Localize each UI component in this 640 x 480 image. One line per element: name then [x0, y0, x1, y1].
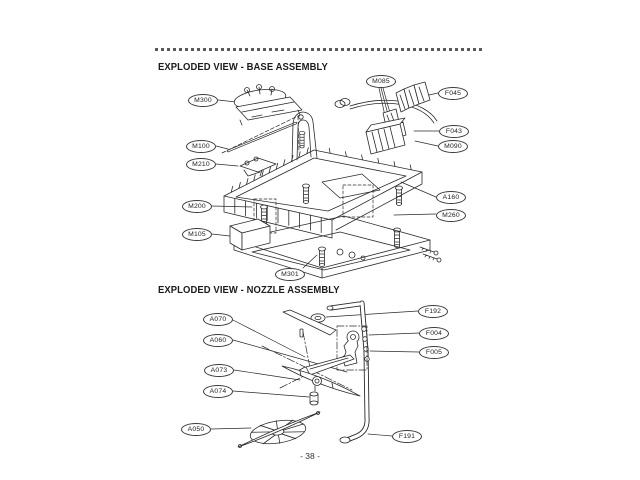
divider — [155, 48, 482, 51]
base-frame-drawing — [223, 111, 423, 239]
part-label-a050: A050 — [181, 423, 211, 436]
part-label-f191: F191 — [392, 430, 422, 443]
motor-pump-assembly-drawing — [233, 84, 303, 126]
part-label-a073: A073 — [204, 364, 234, 377]
nozzle-assembly-diagram — [210, 300, 420, 448]
part-label-a060: A060 — [203, 334, 233, 347]
part-label-m085: M085 — [366, 75, 396, 88]
thin-blade-drawing — [237, 411, 321, 448]
part-label-m210: M210 — [186, 158, 216, 171]
base-assembly-diagram — [211, 81, 442, 279]
bolt-drawings — [260, 183, 403, 267]
part-label-a074: A074 — [203, 385, 233, 398]
water-guide-pipe-drawing — [326, 300, 370, 444]
part-label-f045: F045 — [438, 87, 468, 100]
page-number: - 38 - — [300, 451, 320, 461]
part-label-m260: M260 — [436, 209, 466, 222]
base-assembly-title: EXPLODED VIEW - BASE ASSEMBLY — [158, 61, 328, 73]
part-label-m105: M105 — [182, 228, 212, 241]
upper-nozzle-drawing — [282, 309, 337, 338]
nozzle-leader-lines — [210, 310, 420, 437]
screw-drawings — [419, 246, 442, 263]
part-label-m100: M100 — [186, 140, 216, 153]
bracket-drawing — [239, 156, 277, 177]
part-label-f192: F192 — [418, 305, 448, 318]
part-label-f043: F043 — [439, 125, 469, 138]
control-module-drawing — [365, 117, 406, 155]
part-label-m300: M300 — [188, 94, 218, 107]
part-label-m301: M301 — [275, 268, 305, 281]
part-label-m090: M090 — [438, 140, 468, 153]
nozzle-assembly-title: EXPLODED VIEW - NOZZLE ASSEMBLY — [158, 284, 340, 296]
part-label-a160: A160 — [436, 191, 466, 204]
part-label-m200: M200 — [182, 200, 212, 213]
part-label-f004: F004 — [419, 327, 449, 340]
lower-nozzle-drawing — [281, 365, 361, 397]
lower-platform-drawing — [233, 215, 431, 279]
part-label-f005: F005 — [419, 346, 449, 359]
block-drawing — [229, 218, 271, 251]
shaft-drawing — [221, 114, 306, 154]
base-leader-lines — [211, 87, 440, 269]
bearing-drawing — [309, 385, 319, 406]
part-label-a070: A070 — [203, 313, 233, 326]
